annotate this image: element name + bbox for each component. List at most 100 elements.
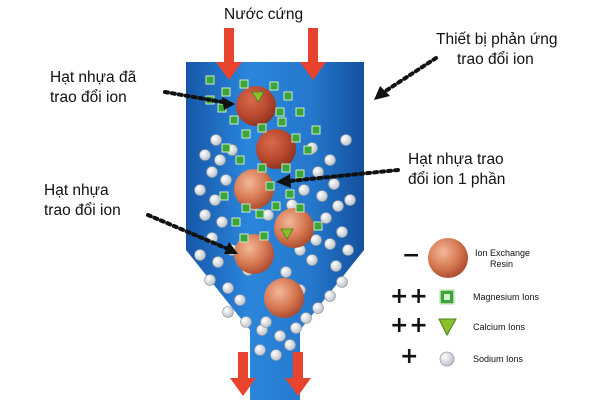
magnesium-ion [281, 163, 291, 173]
sodium-ion [306, 254, 318, 266]
legend-sign-sodium: + [400, 344, 420, 369]
sodium-ion [260, 316, 272, 328]
sodium-ion [312, 166, 324, 178]
magnesium-ion [313, 221, 323, 231]
sodium-ion [320, 212, 332, 224]
magnesium-ion [219, 191, 229, 201]
calcium-ion [251, 91, 265, 103]
inflow-arrow-left [216, 28, 242, 80]
magnesium-ion [283, 91, 293, 101]
sodium-ion [340, 134, 352, 146]
legend-sign-calcium: ++ [390, 313, 429, 338]
sodium-ion [212, 256, 224, 268]
magnesium-ion [271, 201, 281, 211]
pointer-reactor [374, 56, 438, 100]
water-in-label: Nước cứng [224, 6, 304, 23]
magnesium-ion [221, 87, 231, 97]
reactor-label-line2: trao đổi ion [457, 51, 534, 68]
magnesium-ion [255, 209, 265, 219]
magnesium-ion [277, 117, 287, 127]
magnesium-ion [295, 107, 305, 117]
legend-text-calcium: Calcium Ions [473, 322, 526, 332]
magnesium-ion [311, 125, 321, 135]
sodium-ion [310, 234, 322, 246]
legend-text-magnesium: Magnesium Ions [473, 292, 540, 302]
sodium-ion [336, 226, 348, 238]
sodium-ion [234, 294, 246, 306]
sodium-ion [330, 260, 342, 272]
sodium-ion [300, 312, 312, 324]
resin-label-line1: Hạt nhựa [44, 182, 109, 199]
sodium-ion [324, 238, 336, 250]
magnesium-ion [269, 81, 279, 91]
magnesium-ion [231, 217, 241, 227]
magnesium-ion [241, 129, 251, 139]
sodium-ion [344, 194, 356, 206]
resin-label-line2: trao đổi ion [44, 202, 121, 219]
outflow-arrow-right [285, 352, 311, 396]
magnesium-ion [275, 107, 285, 117]
sodium-ion [254, 344, 266, 356]
sodium-ion [290, 322, 302, 334]
sodium-ion [316, 190, 328, 202]
magnesium-ion [205, 75, 215, 85]
sodium-ion [280, 266, 292, 278]
magnesium-ion [259, 231, 269, 241]
sodium-ion [194, 249, 206, 261]
sodium-ion [324, 290, 336, 302]
sodium-ion [194, 184, 206, 196]
magnesium-ion [265, 181, 275, 191]
resin-bead [234, 234, 274, 274]
legend-text-sodium: Sodium Ions [473, 354, 524, 364]
legend-resin-bead-icon [428, 238, 468, 278]
sodium-ion [274, 330, 286, 342]
partial-resin-label-line2: đổi ion 1 phần [408, 171, 506, 188]
sodium-ion [312, 302, 324, 314]
sodium-ion [220, 174, 232, 186]
outflow-arrow-left [230, 352, 256, 396]
exchanged-resin-label-line2: trao đổi ion [50, 89, 127, 106]
sodium-ion [222, 282, 234, 294]
sodium-ion [298, 184, 310, 196]
magnesium-ion [229, 115, 239, 125]
sodium-ion [199, 149, 211, 161]
magnesium-ion [235, 155, 245, 165]
sodium-ion [206, 166, 218, 178]
resin-bead [236, 86, 276, 126]
sodium-ion [216, 216, 228, 228]
resin-bead [274, 208, 314, 248]
resin-bead [256, 129, 296, 169]
reactor-label-line1: Thiết bị phản ứng [436, 31, 558, 48]
exchanged-resin-label-line1: Hạt nhựa đã [50, 69, 137, 86]
sodium-ion [328, 178, 340, 190]
legend-sign-magnesium: ++ [390, 284, 429, 309]
sodium-ion [332, 200, 344, 212]
magnesium-ion [241, 203, 251, 213]
sodium-ion [209, 194, 221, 206]
sodium-ion [336, 276, 348, 288]
magnesium-ion [257, 163, 267, 173]
sodium-ion [199, 209, 211, 221]
resin-bead [234, 169, 274, 209]
magnesium-ion [291, 133, 301, 143]
sodium-ion [214, 154, 226, 166]
sodium-ion [284, 339, 296, 351]
calcium-ion [280, 228, 294, 240]
magnesium-ion [221, 143, 231, 153]
magnesium-ion [239, 79, 249, 89]
sodium-ion [204, 274, 216, 286]
pointer-partial [276, 168, 400, 188]
magnesium-ion [285, 189, 295, 199]
legend-magnesium-ion-icon [439, 289, 455, 305]
magnesium-ion [239, 233, 249, 243]
sodium-ion [270, 349, 282, 361]
legend-text-resin-line2: Resin [490, 259, 514, 269]
sodium-ion [324, 154, 336, 166]
legend-text-resin-line1: Ion Exchange [475, 248, 531, 258]
inflow-arrow-right [300, 28, 326, 80]
magnesium-ion [257, 123, 267, 133]
resin-bead [264, 278, 304, 318]
sodium-ion [240, 316, 252, 328]
sodium-ion [210, 134, 222, 146]
